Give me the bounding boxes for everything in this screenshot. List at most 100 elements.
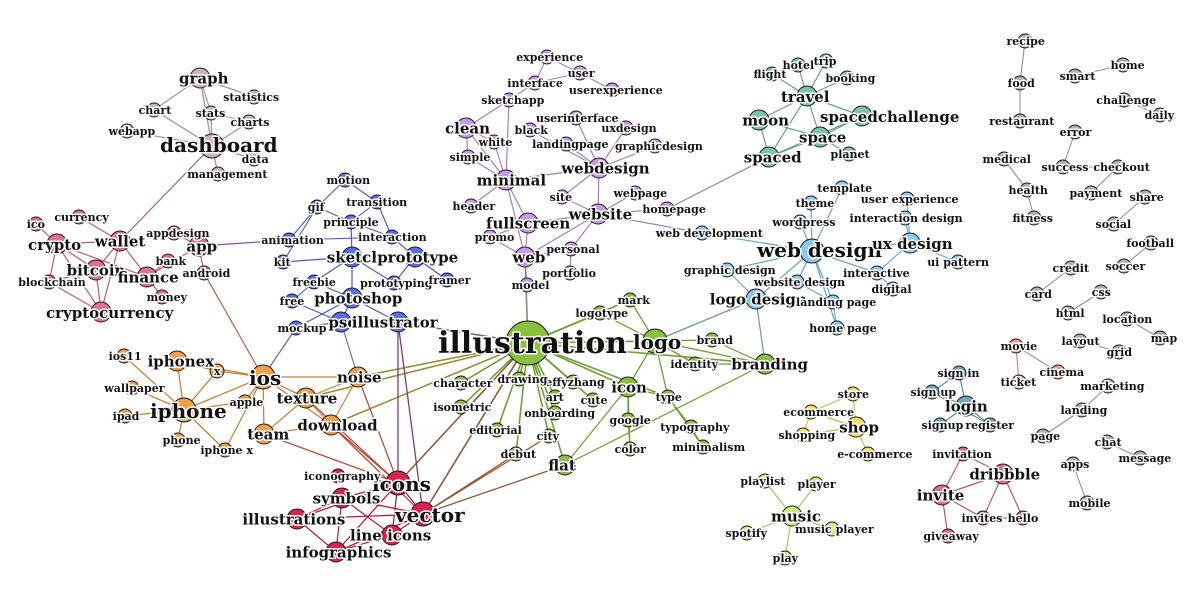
- node-simple[interactable]: [460, 149, 476, 165]
- node-apple[interactable]: [237, 394, 253, 410]
- node-ticket[interactable]: [1011, 374, 1027, 390]
- node-signin[interactable]: [951, 365, 967, 381]
- node-iphonex[interactable]: [166, 350, 188, 372]
- node-lineicons[interactable]: [381, 524, 403, 546]
- node-playlist[interactable]: [757, 473, 773, 489]
- node-chart[interactable]: [146, 102, 162, 118]
- node-branding[interactable]: [754, 353, 776, 375]
- node-interactiondesign[interactable]: [897, 210, 913, 226]
- node-header[interactable]: [463, 198, 479, 214]
- node-ecommerce[interactable]: [803, 404, 819, 420]
- node-moon[interactable]: [748, 109, 770, 131]
- node-city[interactable]: [541, 428, 557, 444]
- node-flight[interactable]: [764, 66, 780, 82]
- node-uxdesign_p[interactable]: [618, 120, 634, 136]
- node-marketing[interactable]: [1100, 378, 1116, 394]
- node-booking[interactable]: [839, 70, 855, 86]
- node-soccer[interactable]: [1116, 258, 1132, 274]
- node-fitness[interactable]: [1026, 210, 1042, 226]
- node-daily[interactable]: [1152, 107, 1168, 123]
- node-logo[interactable]: [642, 328, 668, 354]
- node-editorial[interactable]: [489, 422, 505, 438]
- node-spotify[interactable]: [739, 525, 755, 541]
- node-photoshop[interactable]: [341, 287, 363, 309]
- node-sketch[interactable]: [341, 246, 363, 268]
- node-e_commerce[interactable]: [860, 446, 876, 462]
- node-iphone[interactable]: [171, 397, 197, 423]
- node-animation[interactable]: [281, 232, 297, 248]
- node-webdevelopment[interactable]: [694, 225, 710, 241]
- node-bitcoin[interactable]: [85, 259, 107, 281]
- node-smart[interactable]: [1067, 68, 1083, 84]
- node-white[interactable]: [486, 134, 502, 150]
- node-clean[interactable]: [455, 117, 477, 139]
- node-html[interactable]: [1060, 305, 1076, 321]
- node-player[interactable]: [808, 476, 824, 492]
- node-debut[interactable]: [508, 446, 524, 462]
- node-card[interactable]: [1029, 286, 1045, 302]
- node-hotel[interactable]: [790, 57, 806, 73]
- node-landingpage_l[interactable]: [825, 294, 841, 310]
- node-illustrator[interactable]: [387, 311, 409, 333]
- node-space[interactable]: [809, 126, 831, 148]
- node-checkout[interactable]: [1110, 159, 1126, 175]
- node-principle[interactable]: [343, 214, 359, 230]
- node-page[interactable]: [1035, 428, 1051, 444]
- node-minimal[interactable]: [495, 169, 517, 191]
- node-signup_sp[interactable]: [924, 384, 940, 400]
- node-css[interactable]: [1093, 284, 1109, 300]
- node-travel[interactable]: [796, 85, 818, 107]
- node-store[interactable]: [845, 386, 861, 402]
- node-social[interactable]: [1106, 216, 1122, 232]
- node-minimalism[interactable]: [695, 439, 711, 455]
- node-charts[interactable]: [241, 114, 257, 130]
- node-cute[interactable]: [585, 392, 601, 408]
- node-location[interactable]: [1119, 311, 1135, 327]
- node-webapp[interactable]: [119, 123, 135, 139]
- node-transition[interactable]: [369, 194, 385, 210]
- node-user[interactable]: [572, 65, 588, 81]
- node-brand[interactable]: [704, 332, 720, 348]
- node-freebie[interactable]: [306, 274, 322, 290]
- node-currency[interactable]: [71, 209, 87, 225]
- node-vector[interactable]: [410, 501, 436, 527]
- node-webpage[interactable]: [627, 185, 643, 201]
- node-error[interactable]: [1067, 124, 1083, 140]
- node-template[interactable]: [834, 180, 850, 196]
- node-userinterface[interactable]: [568, 110, 584, 126]
- node-home[interactable]: [1115, 57, 1131, 73]
- node-giveaway[interactable]: [940, 528, 956, 544]
- node-onboarding[interactable]: [547, 405, 563, 421]
- node-motion[interactable]: [337, 172, 353, 188]
- node-challenge[interactable]: [1116, 92, 1132, 108]
- node-login[interactable]: [955, 395, 977, 417]
- node-homepage_l[interactable]: [829, 320, 845, 336]
- node-kit[interactable]: [275, 254, 291, 270]
- node-character[interactable]: [453, 375, 469, 391]
- node-dashboard[interactable]: [199, 133, 225, 159]
- node-iphone_x[interactable]: [217, 442, 233, 458]
- node-invite[interactable]: [931, 484, 953, 506]
- node-wallpaper[interactable]: [124, 380, 140, 396]
- node-football[interactable]: [1143, 235, 1159, 251]
- node-graph[interactable]: [189, 67, 211, 89]
- node-icon[interactable]: [617, 376, 639, 398]
- node-ios11[interactable]: [116, 348, 132, 364]
- node-cryptocurrency[interactable]: [90, 301, 112, 323]
- node-userexperience_p[interactable]: [604, 82, 620, 98]
- node-interaction[interactable]: [384, 229, 400, 245]
- node-art[interactable]: [547, 389, 563, 405]
- node-site[interactable]: [554, 189, 570, 205]
- node-icons[interactable]: [385, 470, 411, 496]
- node-logotype[interactable]: [592, 305, 608, 321]
- node-model[interactable]: [519, 277, 535, 293]
- node-mockup[interactable]: [288, 320, 304, 336]
- node-planet[interactable]: [841, 146, 857, 162]
- node-framer[interactable]: [439, 272, 455, 288]
- node-uxdesign_l[interactable]: [899, 232, 921, 254]
- node-type[interactable]: [660, 389, 676, 405]
- node-invites[interactable]: [975, 510, 991, 526]
- node-color[interactable]: [622, 441, 638, 457]
- node-theme[interactable]: [803, 195, 819, 211]
- node-prototyping[interactable]: [386, 275, 402, 291]
